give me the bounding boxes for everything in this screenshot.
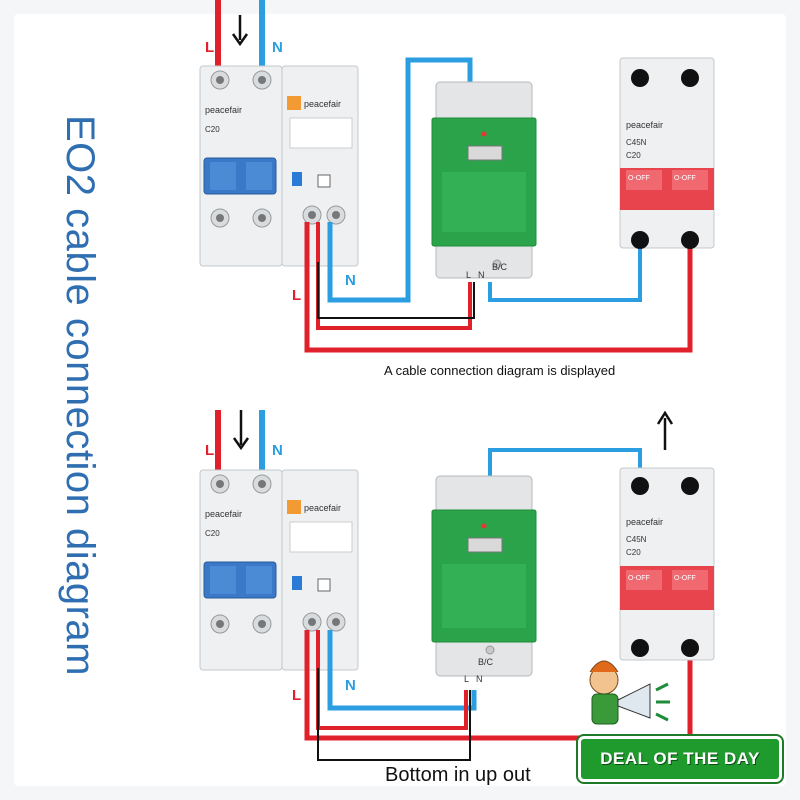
bottom-right-mcb-model: C45N	[626, 535, 647, 544]
top-meter-n-label: N	[478, 270, 485, 280]
top-left-mcb-rating: C20	[205, 125, 220, 134]
top-meter-l-label: L	[466, 270, 471, 280]
bottom-left-mcb-brand: peacefair	[205, 509, 242, 519]
bottom-rcd-live-label: L	[292, 687, 301, 704]
bottom-energy-meter: B/C L N	[431, 475, 537, 684]
bottom-meter-black-wire	[317, 668, 471, 761]
top-rcd-out-neutral-wire	[327, 57, 473, 303]
top-rcd-neutral-label: N	[345, 272, 356, 289]
mascot-megaphone-illustration	[589, 660, 670, 725]
top-caption: A cable connection diagram is displayed	[384, 363, 616, 378]
bottom-rcd-out-neutral-wire	[327, 630, 477, 711]
top-energy-meter: B/C L N	[431, 81, 537, 280]
bottom-right-mcb-off-left: O-OFF	[628, 575, 650, 582]
bottom-right-mcb-rating: C20	[626, 548, 641, 557]
bottom-rcd-neutral-label: N	[345, 677, 356, 694]
top-right-mcb-off-right: O-OFF	[674, 175, 696, 182]
top-meter-io-label: B/C	[492, 262, 508, 272]
badge-text: DEAL OF THE DAY	[600, 749, 760, 768]
bottom-meter-io-label: B/C	[478, 657, 494, 667]
bottom-caption: Bottom in up out	[385, 764, 531, 786]
bottom-left-mcb-rating: C20	[205, 529, 220, 538]
top-left-mcb-brand: peacefair	[205, 105, 242, 115]
top-down-arrow-icon	[231, 15, 249, 47]
top-rcd-live-label: L	[292, 287, 301, 304]
top-rcd-out-live-wire	[304, 222, 693, 353]
top-right-mcb: peacefair C45N C20 O-OFF O-OFF	[619, 57, 715, 249]
bottom-right-mcb: peacefair C45N C20 O-OFF O-OFF	[619, 467, 715, 661]
bottom-rcd-brand: peacefair	[304, 503, 341, 513]
bottom-right-mcb-off-right: O-OFF	[674, 575, 696, 582]
bottom-meter-n-label: N	[476, 674, 483, 684]
top-meter-out-neutral-wire	[488, 248, 642, 302]
bottom-right-mcb-brand: peacefair	[626, 517, 663, 527]
top-meter-black-wire	[317, 262, 475, 319]
top-right-mcb-off-left: O-OFF	[628, 175, 650, 182]
top-left-mcb: peacefair C20	[199, 65, 283, 267]
bottom-left-mcb: peacefair C20	[199, 469, 283, 671]
top-right-mcb-brand: peacefair	[626, 120, 663, 130]
bottom-live-label: L	[205, 442, 214, 459]
top-right-mcb-rating: C20	[626, 151, 641, 160]
top-right-mcb-model: C45N	[626, 138, 647, 147]
bottom-rcd-breaker: peacefair	[281, 469, 359, 671]
bottom-rcd-out-live-wire	[304, 630, 693, 741]
deal-of-the-day-badge[interactable]: DEAL OF THE DAY	[578, 736, 782, 782]
top-live-label: L	[205, 39, 214, 56]
bottom-down-arrow-icon	[232, 410, 250, 451]
top-rcd-breaker: peacefair	[281, 65, 359, 267]
top-rcd-brand: peacefair	[304, 99, 341, 109]
bottom-neutral-label: N	[272, 442, 283, 459]
top-neutral-label: N	[272, 39, 283, 56]
bottom-up-arrow-icon	[656, 410, 674, 450]
bottom-meter-l-label: L	[464, 674, 469, 684]
